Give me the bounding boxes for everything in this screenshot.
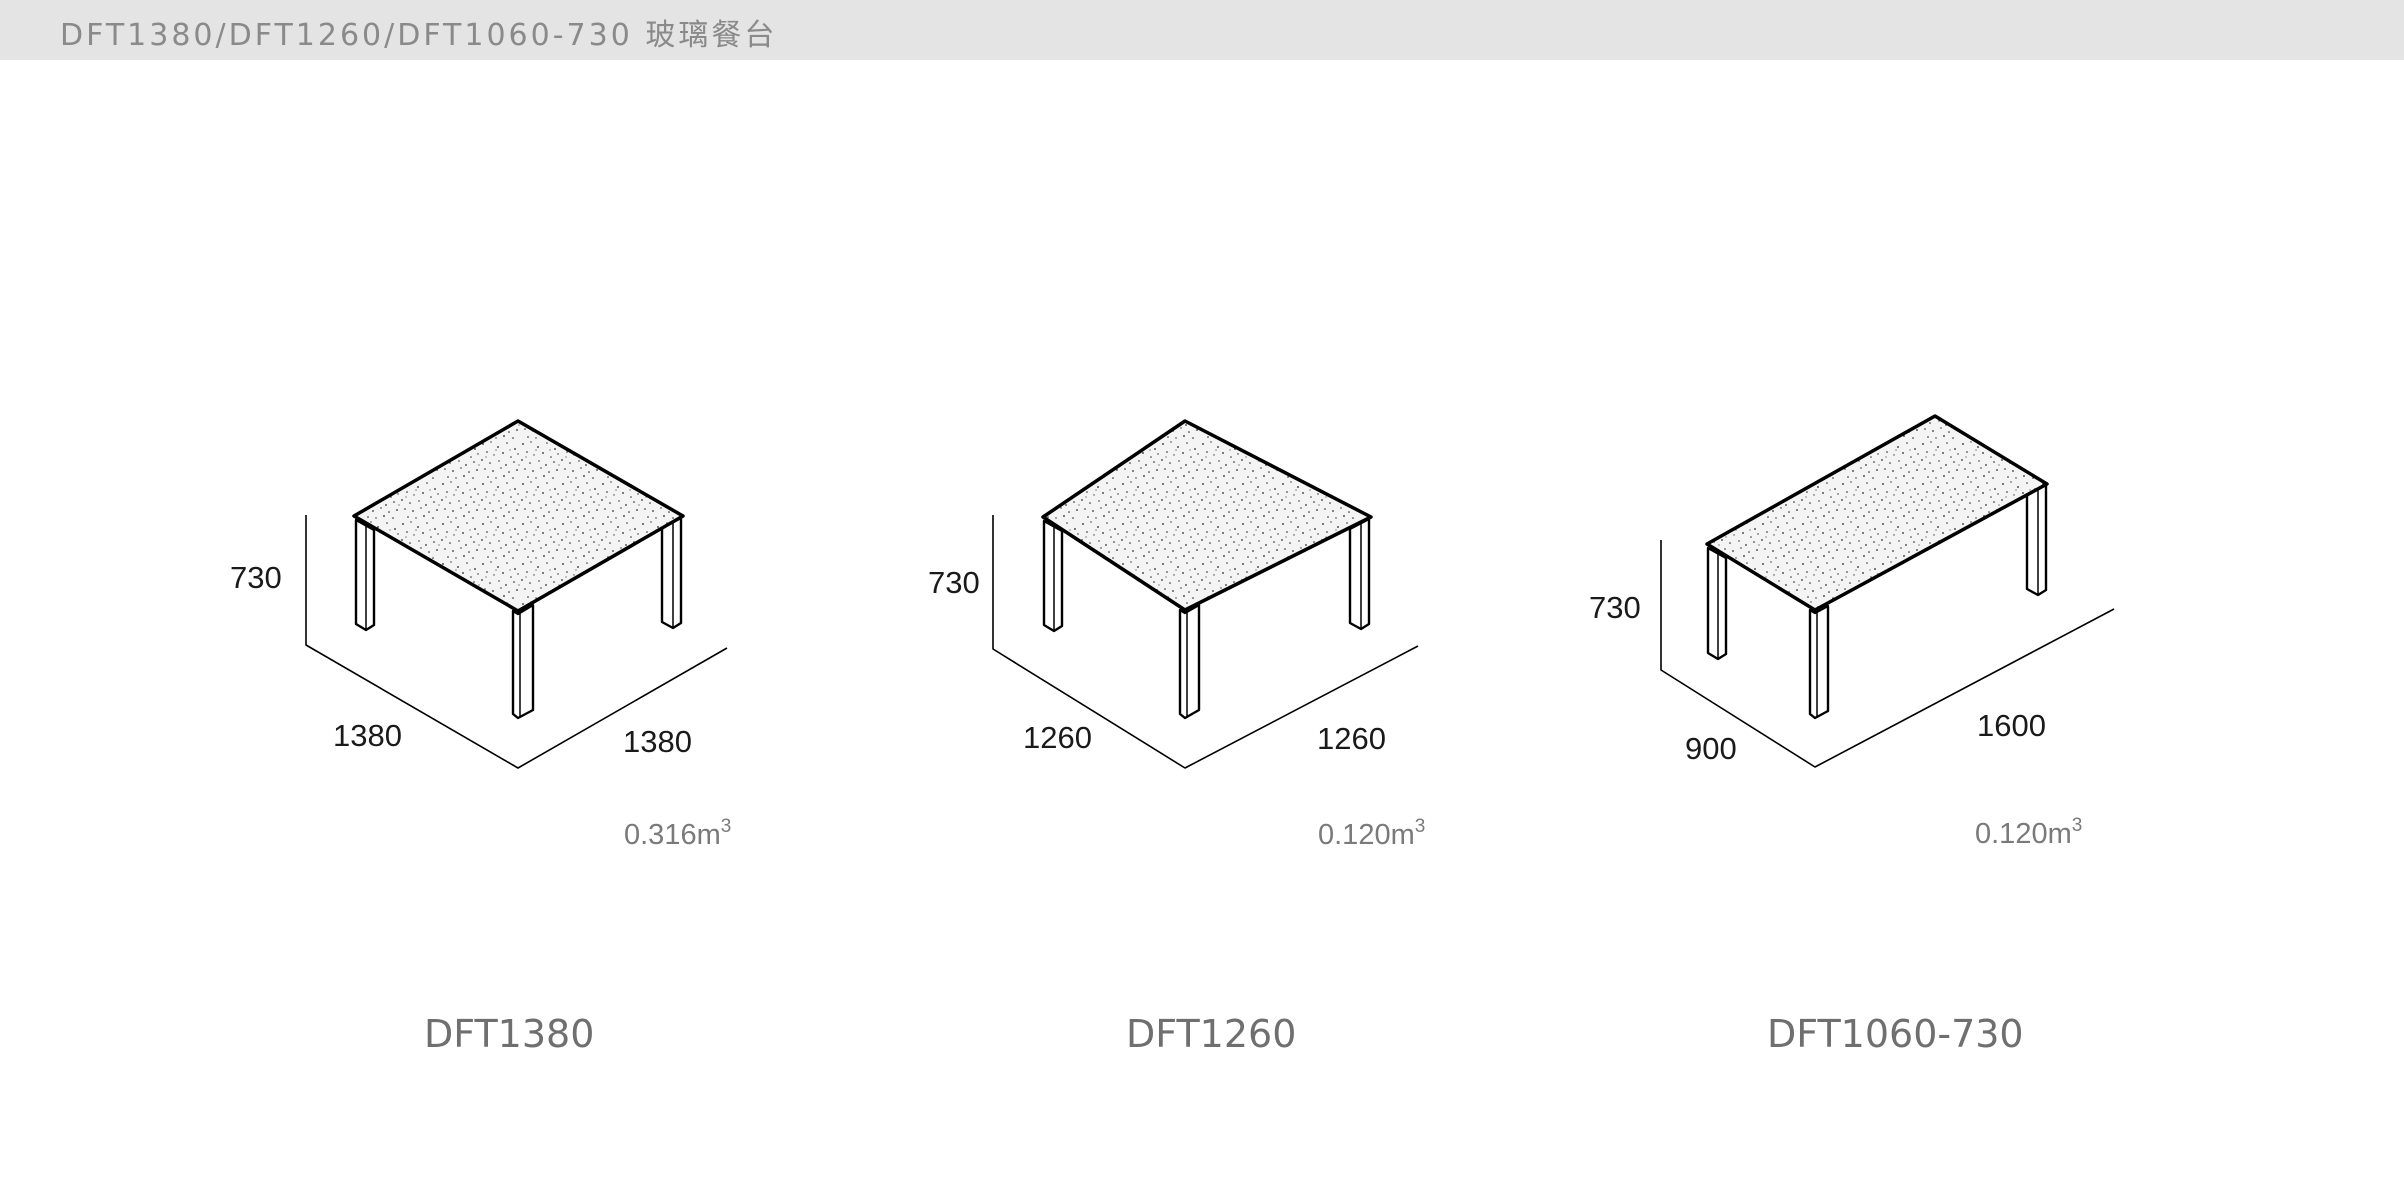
volume-label-dft1060-730: 0.120m3 xyxy=(1975,815,2083,850)
model-name-dft1380: DFT1380 xyxy=(424,1012,595,1056)
volume-label-dft1380: 0.316m3 xyxy=(624,816,732,851)
width-label-dft1060-730: 1600 xyxy=(1977,708,2046,743)
width-label-dft1260: 1260 xyxy=(1317,721,1386,756)
dimension-lines xyxy=(305,515,728,769)
height-label-dft1060-730: 730 xyxy=(1589,590,1641,625)
model-name-dft1260: DFT1260 xyxy=(1126,1012,1297,1056)
height-label-dft1260: 730 xyxy=(928,565,980,600)
dimension-lines xyxy=(1660,540,2115,768)
header-bar: DFT1380/DFT1260/DFT1060-730 玻璃餐台 xyxy=(0,0,2404,60)
volume-label-dft1260: 0.120m3 xyxy=(1318,816,1426,851)
height-label-dft1380: 730 xyxy=(230,560,282,595)
depth-label-dft1380: 1380 xyxy=(333,718,402,753)
model-name-dft1060-730: DFT1060-730 xyxy=(1767,1012,2024,1056)
table-dft1260-drawing xyxy=(992,419,1419,769)
depth-label-dft1260: 1260 xyxy=(1023,720,1092,755)
width-label-dft1380: 1380 xyxy=(623,724,692,759)
dimension-lines xyxy=(992,515,1419,769)
table-dft1060-730-drawing xyxy=(1660,414,2115,768)
depth-label-dft1060-730: 900 xyxy=(1685,731,1737,766)
table-dft1380-drawing xyxy=(305,419,728,769)
page-title: DFT1380/DFT1260/DFT1060-730 玻璃餐台 xyxy=(60,18,778,53)
